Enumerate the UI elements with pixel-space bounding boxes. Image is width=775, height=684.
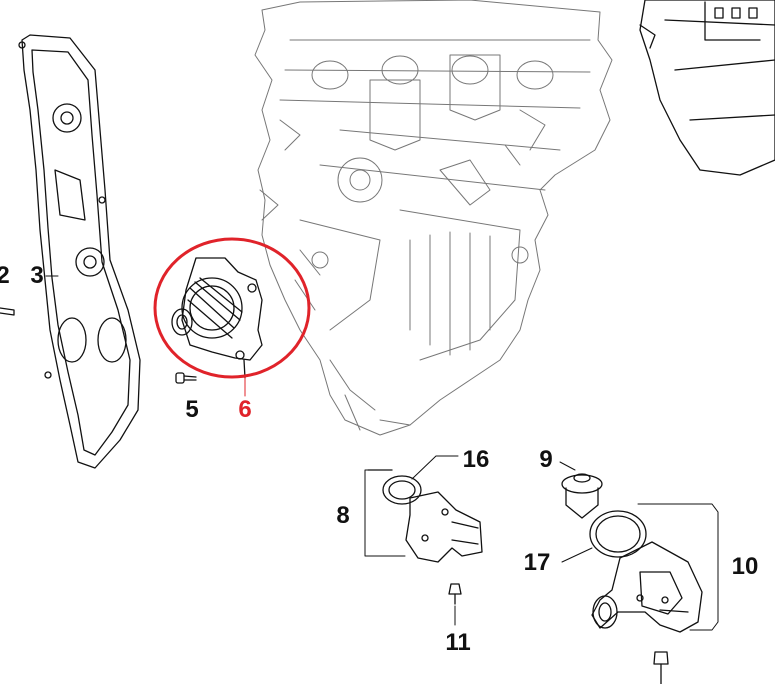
engine-block <box>254 0 613 436</box>
callout-housing-bolt: 11 <box>445 629 471 656</box>
callout-water-pump: 6 <box>238 396 252 423</box>
bolt-11 <box>448 583 462 626</box>
callout-o-ring-seal: 16 <box>462 446 490 473</box>
timing-belt-cover <box>18 34 141 469</box>
bolt-bottom-right <box>653 651 669 684</box>
callout-bolt: 2 <box>0 262 10 289</box>
callout-coolant-outlet-assembly: 8 <box>336 502 350 529</box>
water-pump <box>171 257 263 379</box>
highlight-circle <box>153 237 311 379</box>
thermostat <box>559 461 603 519</box>
callout-timing-belt-cover: 3 <box>30 262 44 289</box>
callout-thermostat-gasket: 17 <box>523 549 551 576</box>
callout-thermostat-housing-assembly: 10 <box>731 553 759 580</box>
valve-cover <box>639 0 775 176</box>
callout-water-pump-bolt: 5 <box>185 396 199 423</box>
bolt-5 <box>175 372 197 384</box>
callout-thermostat: 9 <box>539 446 553 473</box>
coolant-outlet-group <box>364 455 483 563</box>
thermostat-housing <box>591 503 719 633</box>
bolt-2 <box>0 307 15 316</box>
gasket-17 <box>561 510 647 563</box>
